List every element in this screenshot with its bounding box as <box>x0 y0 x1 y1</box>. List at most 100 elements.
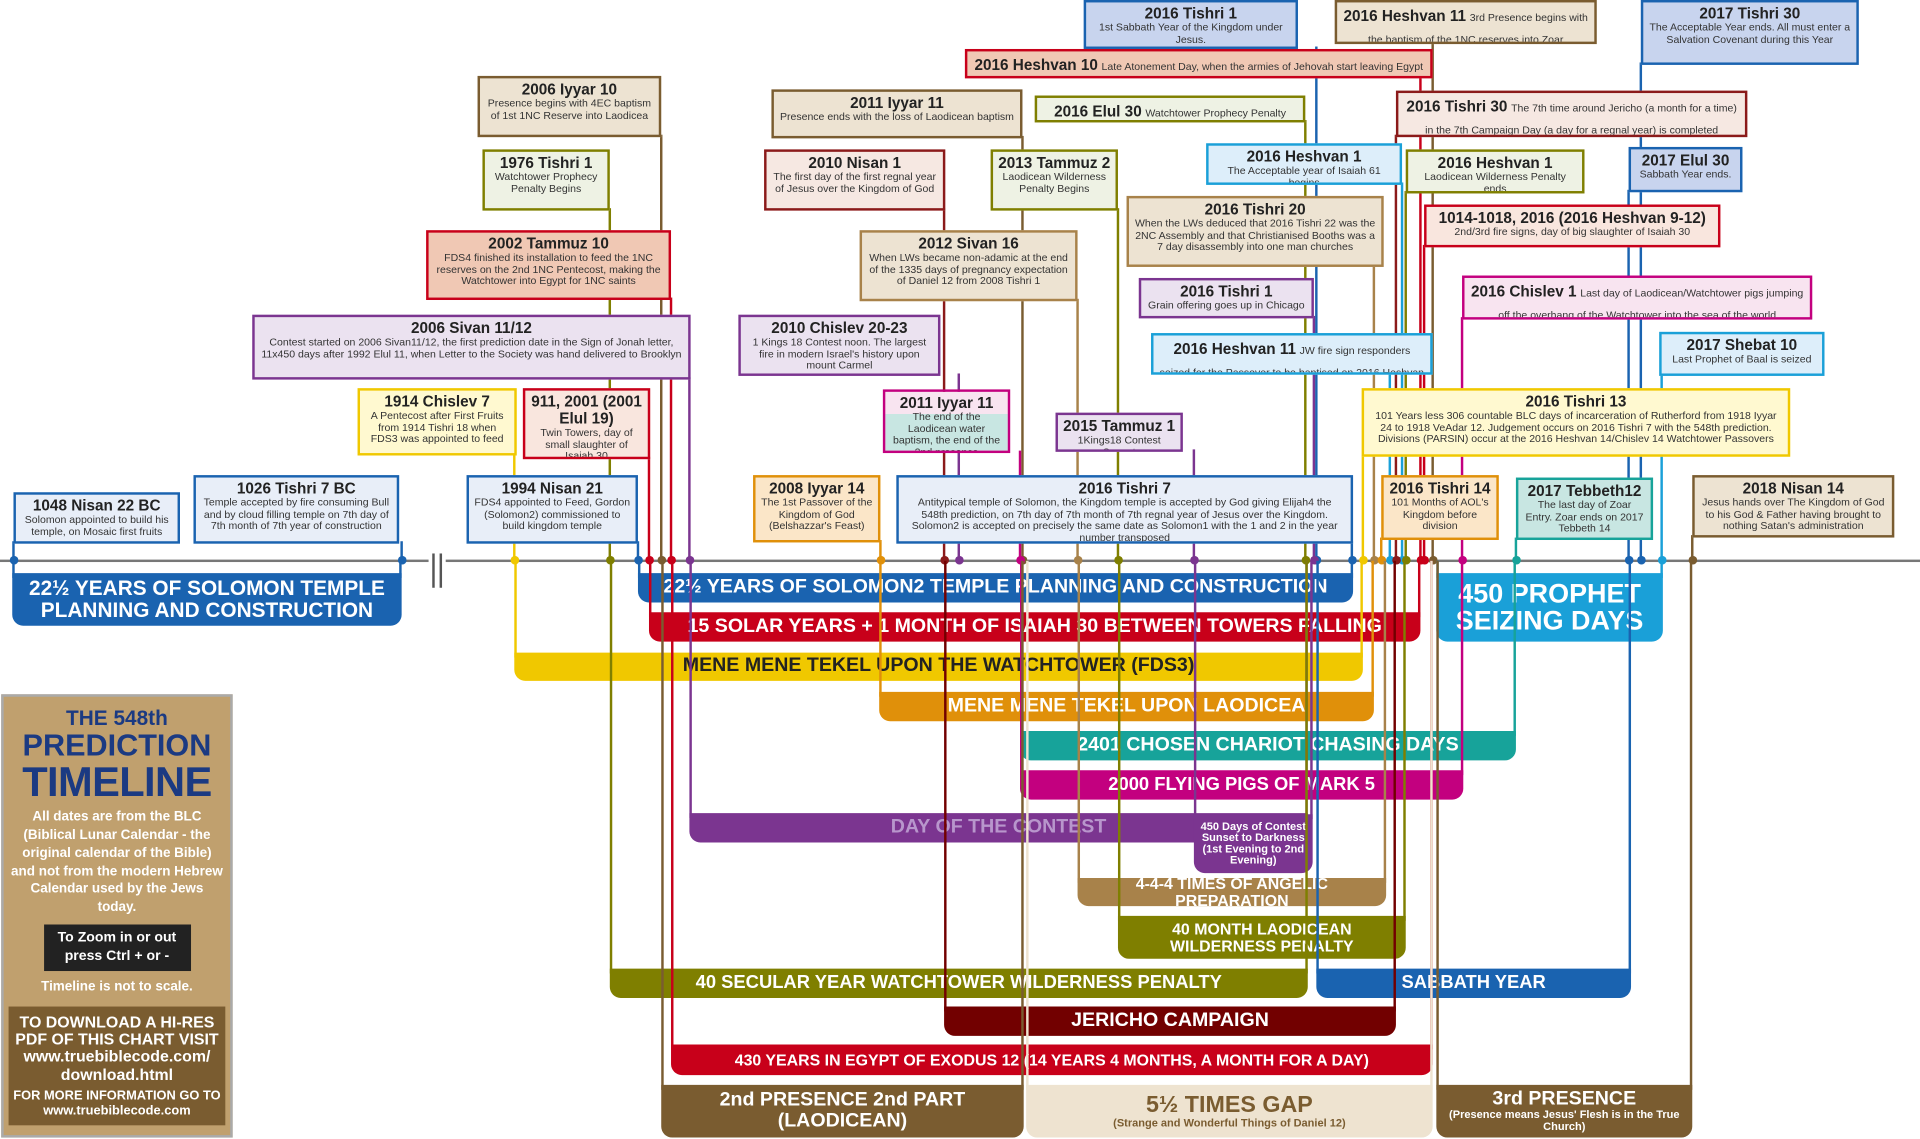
period-bar: 2401 CHOSEN CHARIOT CHASING DAYS <box>1020 731 1516 761</box>
period-bar: 450 PROPHET SEIZING DAYS <box>1436 573 1663 642</box>
event-connector-line <box>1627 189 1630 561</box>
scale-note: Timeline is not to scale. <box>41 979 193 995</box>
event-date: 2018 Nisan 14 <box>1742 480 1844 498</box>
event-date: 2016 Elul 30 <box>1054 102 1142 121</box>
event-connector-line <box>1315 46 1318 561</box>
period-sublabel: (Strange and Wonderful Things of Daniel … <box>1113 1116 1346 1129</box>
event-date: 2016 Heshvan 11 <box>1343 7 1467 25</box>
event-date: 2016 Heshvan 1 <box>1437 154 1553 172</box>
event-connector-line <box>1660 373 1663 561</box>
period-bracket-line <box>1417 560 1421 618</box>
period-bracket-line <box>399 560 402 578</box>
event-description: Presence begins with 4EC baptism of 1st … <box>487 96 651 121</box>
event-description: When the LWs deduced that 2016 Tishri 22… <box>1134 216 1376 253</box>
period-bar: MENE MENE TEKEL UPON THE WATCHTOWER (FDS… <box>514 652 1363 681</box>
event-marker-dot <box>1391 555 1401 565</box>
period-label: DAY OF THE CONTEST <box>890 816 1107 838</box>
event-connector-line <box>1361 454 1365 561</box>
event-connector-line <box>1350 541 1354 561</box>
period-bar: SABBATH YEAR <box>1316 968 1632 998</box>
period-bracket-line <box>1193 560 1197 820</box>
event-description: Watchtower Prophecy Penalty Ends <box>1145 106 1286 119</box>
period-label: 3rd PRESENCE <box>1492 1088 1637 1110</box>
event-date: 1994 Nisan 21 <box>501 480 603 498</box>
event-box: 1014-1018, 2016 (2016 Heshvan 9-12)2nd/3… <box>1424 204 1721 248</box>
event-description: Jesus hands over The Kingdom of God to h… <box>1702 495 1885 532</box>
event-date: 2012 Sivan 16 <box>918 235 1019 253</box>
event-connector-line <box>1419 75 1422 561</box>
legend-title-line3: TIMELINE <box>22 759 212 806</box>
period-bracket-line <box>1350 560 1354 578</box>
period-bracket-line <box>879 560 882 697</box>
period-label: MENE MENE TEKEL UPON THE WATCHTOWER (FDS… <box>682 655 1195 677</box>
event-date: 2016 Heshvan 11 <box>1173 340 1296 358</box>
period-label: 5½ TIMES GAP <box>1145 1092 1313 1119</box>
period-bracket-line <box>1383 560 1387 883</box>
event-marker-dot <box>1347 555 1357 565</box>
more-info-link[interactable]: FOR MORE INFORMATION GO TO www.truebible… <box>13 1088 221 1118</box>
zoom-hint: To Zoom in or out press Ctrl + or - <box>43 924 191 971</box>
event-connector-line <box>1021 135 1024 561</box>
period-bracket-line <box>1305 560 1308 974</box>
period-bracket-line <box>1460 560 1464 776</box>
period-bar: 4-4-4 TIMES OF ANGELIC PREPARATION <box>1077 874 1387 910</box>
event-date: 1048 Nisan 22 BC <box>32 497 161 515</box>
download-link[interactable]: TO DOWNLOAD A HI-RES PDF OF THIS CHART V… <box>15 1012 219 1084</box>
event-connector-line <box>647 456 651 561</box>
event-date: 2006 Sivan 11/12 <box>410 319 532 337</box>
period-label: 2401 CHOSEN CHARIOT CHASING DAYS <box>1077 734 1459 756</box>
period-bracket-line <box>12 560 15 578</box>
event-marker-dot <box>685 555 694 565</box>
event-connector-line <box>669 297 673 561</box>
event-date: 2015 Tammuz 1 <box>1063 417 1176 435</box>
event-marker-dot <box>1624 555 1633 565</box>
event-description: 1Kings18 Contest Sunset <box>1077 433 1161 452</box>
event-date: 2006 Iyyar 10 <box>521 80 618 98</box>
event-date: 2010 Chislev 20-23 <box>771 319 908 337</box>
event-date: 2016 Tishri 1 <box>1180 282 1273 301</box>
event-date: 911, 2001 (2001 Elul 19) <box>531 393 642 428</box>
event-description: The Acceptable Year ends. All must enter… <box>1649 20 1851 45</box>
event-marker-dot <box>1428 555 1437 565</box>
event-description: Twin Towers, day of small slaughter of I… <box>540 426 633 460</box>
event-marker-dot <box>633 555 643 565</box>
event-description: 2nd/3rd fire signs, day of big slaughter… <box>1454 225 1691 238</box>
event-marker-dot <box>605 555 615 565</box>
event-connector-line <box>1116 208 1120 561</box>
event-description: The last day of Zoar Entry. Zoar ends on… <box>1525 498 1644 535</box>
period-bracket-line <box>514 560 517 658</box>
event-description: Antitypical temple of Solomon, the Kingd… <box>911 495 1338 544</box>
event-marker-dot <box>1457 555 1467 565</box>
event-connector-line <box>608 208 612 561</box>
legend-calendar-note: All dates are from the BLC (Biblical Lun… <box>11 809 223 915</box>
event-description: Laodicean Wilderness Penalty ends <box>1424 170 1566 194</box>
event-description: The 1st Passover of the Kingdom of God (… <box>761 495 873 532</box>
period-bracket-line <box>637 560 641 578</box>
period-bracket-line <box>1513 560 1516 736</box>
period-bracket-line <box>1020 560 1023 776</box>
period-bar: 2000 FLYING PIGS OF MARK 5 <box>1020 770 1464 800</box>
event-connector-line <box>688 377 691 561</box>
event-description: The first day of the first regnal year o… <box>773 170 936 195</box>
period-label: 4-4-4 TIMES OF ANGELIC PREPARATION <box>1135 874 1328 910</box>
period-label: 450 Days of Contest Sunset to Darkness (… <box>1200 819 1306 866</box>
